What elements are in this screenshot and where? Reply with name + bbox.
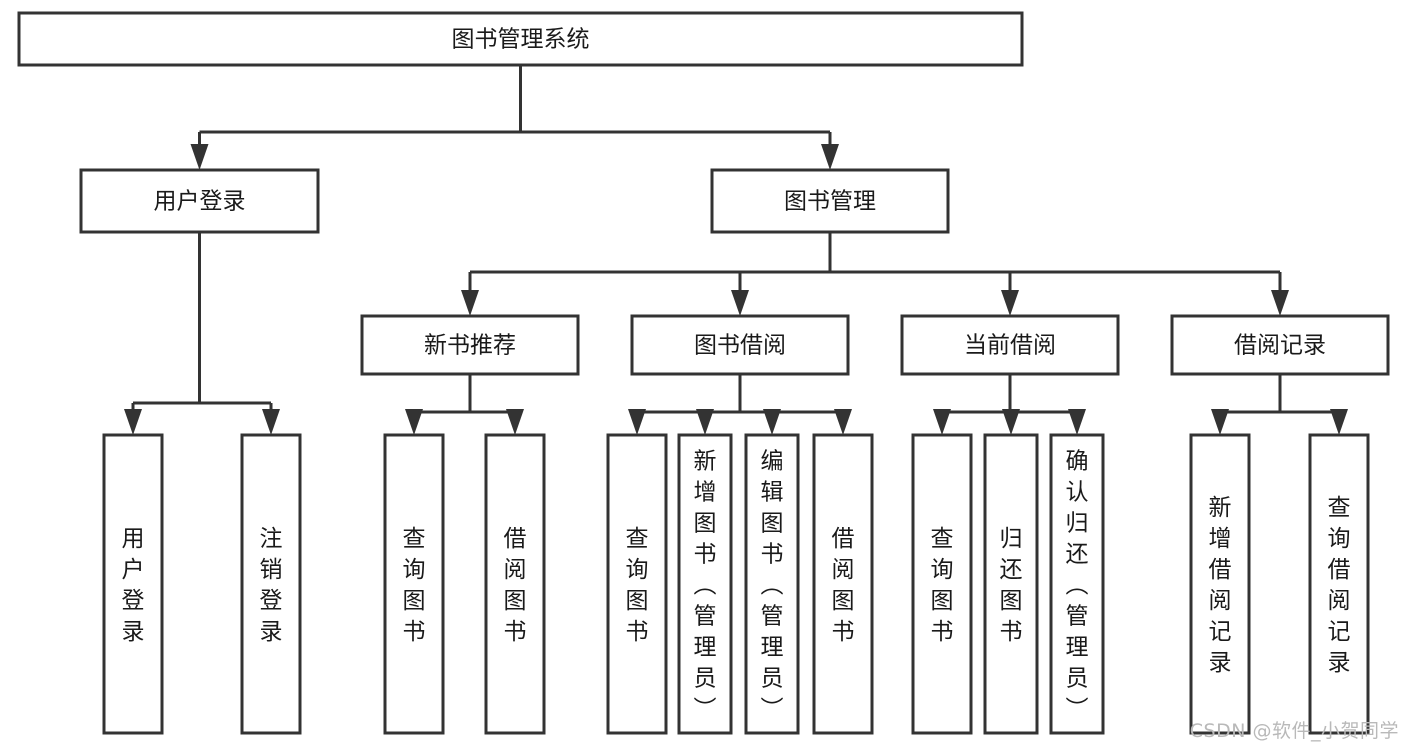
arrowhead-icon xyxy=(506,409,524,435)
node-level2-book-management[interactable]: 图书管理 xyxy=(710,168,950,234)
arrowhead-icon xyxy=(1211,409,1229,435)
node-label: 图书管理 xyxy=(784,189,876,215)
arrowhead-icon xyxy=(1330,409,1348,435)
arrowhead-icon xyxy=(821,144,839,170)
node-label: 查询图书 xyxy=(931,526,954,645)
node-leaf-leaf-query-book-2[interactable]: 查询图书 xyxy=(606,433,668,735)
node-leaf-leaf-query-borrow-record[interactable]: 查询借阅记录 xyxy=(1308,433,1370,735)
arrowhead-icon xyxy=(405,409,423,435)
arrowhead-icon xyxy=(763,409,781,435)
node-leaf-leaf-query-book-1[interactable]: 查询图书 xyxy=(383,433,445,735)
node-label: 确认归还︵管理员︶ xyxy=(1066,449,1089,723)
node-leaf-leaf-confirm-return-admin[interactable]: 确认归还︵管理员︶ xyxy=(1049,433,1105,735)
node-label: 图书管理系统 xyxy=(452,27,590,53)
node-label: 注销登录 xyxy=(260,526,283,645)
arrowhead-icon xyxy=(1271,290,1289,316)
node-label: 用户登录 xyxy=(122,526,145,645)
node-level3-book-borrow[interactable]: 图书借阅 xyxy=(630,314,850,376)
node-leaf-leaf-add-book-admin[interactable]: 新增图书︵管理员︶ xyxy=(677,433,733,735)
node-label: 借阅图书 xyxy=(504,526,527,645)
arrowhead-icon xyxy=(933,409,951,435)
node-level3-current-borrow[interactable]: 当前借阅 xyxy=(900,314,1120,376)
node-label: 图书借阅 xyxy=(694,333,786,359)
node-leaf-leaf-borrow-book-1[interactable]: 借阅图书 xyxy=(484,433,546,735)
arrowhead-icon xyxy=(1001,290,1019,316)
node-leaf-leaf-return-book[interactable]: 归还图书 xyxy=(983,433,1039,735)
node-label: 借阅记录 xyxy=(1234,333,1326,359)
node-label: 新书推荐 xyxy=(424,333,516,359)
node-level2-user-login[interactable]: 用户登录 xyxy=(79,168,320,234)
node-leaf-leaf-logout-login[interactable]: 注销登录 xyxy=(240,433,302,735)
node-label: 归还图书 xyxy=(1000,526,1023,645)
arrowhead-icon xyxy=(461,290,479,316)
arrowhead-icon xyxy=(1002,409,1020,435)
node-leaf-leaf-borrow-book-2[interactable]: 借阅图书 xyxy=(812,433,874,735)
arrowhead-icon xyxy=(124,409,142,435)
node-label: 当前借阅 xyxy=(964,333,1056,359)
arrowhead-icon xyxy=(731,290,749,316)
arrowhead-icon xyxy=(834,409,852,435)
node-label: 新增借阅记录 xyxy=(1209,495,1232,676)
arrowhead-icon xyxy=(628,409,646,435)
node-level3-borrow-record[interactable]: 借阅记录 xyxy=(1170,314,1390,376)
node-level3-new-book-recommend[interactable]: 新书推荐 xyxy=(360,314,580,376)
node-layer: 图书管理系统用户登录图书管理新书推荐图书借阅当前借阅借阅记录用户登录注销登录查询… xyxy=(17,11,1390,735)
watermark-label: CSDN @软件_小贺同学 xyxy=(1189,720,1399,742)
node-leaf-leaf-add-borrow-record[interactable]: 新增借阅记录 xyxy=(1189,433,1251,735)
node-label: 查询图书 xyxy=(626,526,649,645)
node-leaf-leaf-user-login[interactable]: 用户登录 xyxy=(102,433,164,735)
arrowhead-icon xyxy=(262,409,280,435)
arrowhead-icon xyxy=(696,409,714,435)
node-leaf-leaf-query-book-3[interactable]: 查询图书 xyxy=(911,433,973,735)
node-label: 查询图书 xyxy=(403,526,426,645)
arrowhead-icon xyxy=(1068,409,1086,435)
node-label: 用户登录 xyxy=(154,189,246,215)
node-root[interactable]: 图书管理系统 xyxy=(17,11,1024,67)
connector-layer xyxy=(124,65,1348,435)
node-label: 查询借阅记录 xyxy=(1328,495,1351,676)
node-leaf-leaf-edit-book-admin[interactable]: 编辑图书︵管理员︶ xyxy=(744,433,800,735)
node-label: 编辑图书︵管理员︶ xyxy=(761,449,784,723)
arrowhead-icon xyxy=(190,144,209,170)
node-label: 借阅图书 xyxy=(832,526,855,645)
node-label: 新增图书︵管理员︶ xyxy=(694,449,717,723)
